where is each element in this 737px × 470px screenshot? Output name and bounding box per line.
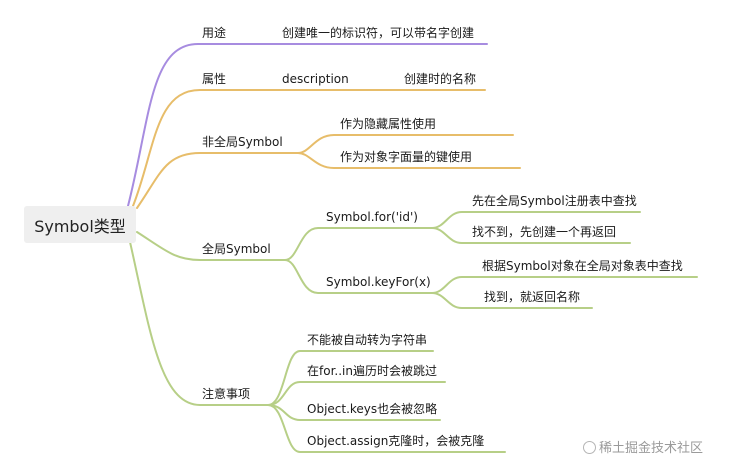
global-for-label: Symbol.for('id'): [326, 210, 418, 224]
edge-notes-1: [267, 350, 434, 406]
nonglobal-child-1: 作为隐藏属性使用: [340, 117, 437, 131]
edge-root-global: [136, 231, 286, 261]
edge-root-nonglobal: [136, 152, 299, 209]
edge-root-notes: [129, 241, 269, 406]
branch-nonglobal-label: 非全局Symbol: [202, 135, 283, 149]
edge-notes-2: [267, 381, 446, 406]
edge-notes-4: [267, 404, 506, 453]
branch-notes-label: 注意事项: [202, 387, 251, 401]
root-node: Symbol类型: [24, 206, 136, 243]
edge-nonglobal-key: [297, 152, 521, 169]
branch-property-label: 属性: [202, 72, 227, 86]
global-keyfor-label: Symbol.keyFor(x): [326, 275, 431, 289]
branch-usage-label: 用途: [202, 26, 227, 40]
edge-root-property: [132, 89, 486, 207]
nonglobal-child-2: 作为对象字面量的键使用: [340, 150, 473, 164]
edge-keyfor-return: [431, 292, 593, 309]
notes-child-3: Object.keys也会被忽略: [307, 402, 438, 416]
watermark-text: 稀土掘金技术社区: [599, 441, 704, 456]
branch-global-label: 全局Symbol: [202, 242, 271, 256]
edge-global-for: [284, 227, 433, 261]
edge-for-create: [431, 227, 631, 244]
edge-nonglobal-hidden: [297, 134, 514, 154]
branch-property-desc: 创建时的名称: [404, 72, 477, 86]
keyfor-child-1: 根据Symbol对象在全局对象表中查找: [482, 259, 683, 273]
notes-child-1: 不能被自动转为字符串: [307, 333, 428, 347]
watermark-logo-icon: [583, 441, 596, 454]
keyfor-child-2: 找到，就返回名称: [484, 290, 581, 304]
watermark: 稀土掘金技术社区: [583, 437, 703, 456]
for-child-1: 先在全局Symbol注册表中查找: [472, 194, 637, 208]
edge-root-usage: [127, 43, 488, 207]
for-child-2: 找不到，先创建一个再返回: [472, 225, 617, 239]
notes-child-2: 在for..in遍历时会被跳过: [307, 364, 437, 378]
edge-global-keyfor: [284, 259, 433, 294]
notes-child-4: Object.assign克隆时，会被克隆: [307, 434, 485, 448]
branch-usage-desc: 创建唯一的标识符，可以带名字创建: [282, 26, 475, 40]
branch-property-name: description: [282, 72, 349, 86]
